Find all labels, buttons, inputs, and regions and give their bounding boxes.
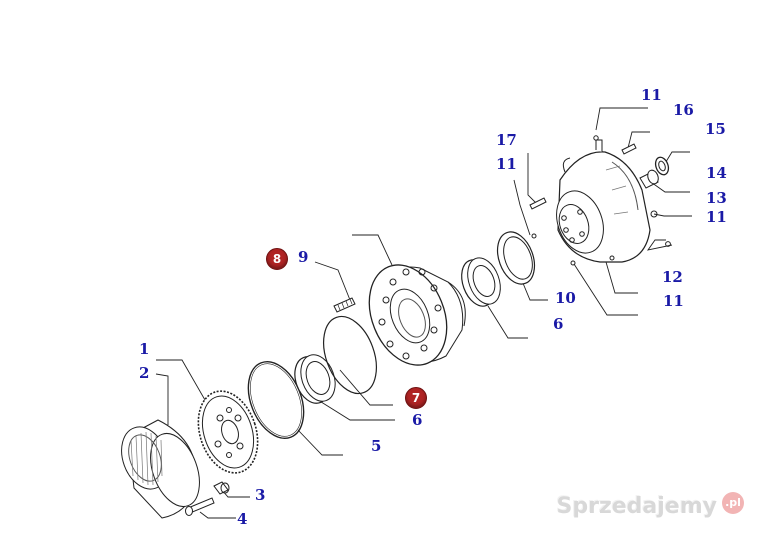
watermark: Sprzedajemy bbox=[557, 494, 718, 519]
label-11-b: 11 bbox=[496, 155, 517, 173]
ring-gear-1 bbox=[121, 419, 200, 519]
plug-12 bbox=[665, 241, 671, 247]
drive-housing bbox=[556, 139, 651, 263]
plug-11-top bbox=[593, 135, 599, 141]
watermark-suffix: .pl bbox=[725, 496, 741, 509]
stud-9 bbox=[333, 297, 356, 313]
fitting-11-bottom bbox=[570, 260, 576, 266]
label-11-c: 11 bbox=[706, 208, 727, 226]
bolt-17 bbox=[529, 197, 547, 210]
label-10: 10 bbox=[555, 289, 576, 307]
label-12: 12 bbox=[662, 268, 683, 286]
badge-7-text: 7 bbox=[411, 391, 421, 405]
watermark-logo: .pl bbox=[722, 492, 744, 514]
bearing-6-right bbox=[461, 257, 501, 307]
label-9: 9 bbox=[298, 248, 308, 266]
bearing-6-left bbox=[294, 354, 336, 404]
label-2: 2 bbox=[139, 364, 149, 382]
label-11-a: 11 bbox=[641, 86, 662, 104]
bolt-4 bbox=[185, 497, 215, 516]
label-17: 17 bbox=[496, 131, 517, 149]
label-4: 4 bbox=[237, 510, 247, 528]
label-15: 15 bbox=[705, 120, 726, 138]
wheel-hub-8 bbox=[368, 264, 466, 366]
label-1: 1 bbox=[139, 340, 149, 358]
label-6-left: 6 bbox=[412, 411, 422, 429]
carrier-disc-2 bbox=[197, 390, 259, 474]
fitting-11-left bbox=[531, 233, 537, 239]
label-5: 5 bbox=[371, 437, 381, 455]
pin-16 bbox=[621, 143, 637, 155]
badge-8-text: 8 bbox=[272, 252, 282, 266]
watermark-text: Sprzedajemy bbox=[556, 494, 718, 519]
leader-lines bbox=[155, 107, 692, 519]
seal-15 bbox=[654, 156, 670, 176]
label-11-d: 11 bbox=[663, 292, 684, 310]
bushing-14 bbox=[639, 169, 659, 189]
badge-8: 8 bbox=[266, 248, 288, 270]
plug-11-mid bbox=[650, 210, 658, 218]
callout-labels: 1 2 3 4 5 6 6 9 10 11 11 11 11 12 13 14 … bbox=[139, 86, 727, 528]
o-ring-7 bbox=[323, 315, 377, 395]
label-16: 16 bbox=[673, 101, 694, 119]
label-13: 13 bbox=[706, 189, 727, 207]
label-3: 3 bbox=[255, 486, 265, 504]
seal-ring-10 bbox=[496, 231, 536, 285]
label-6-right: 6 bbox=[553, 315, 563, 333]
sleeve-3 bbox=[213, 481, 230, 495]
label-14: 14 bbox=[706, 164, 727, 182]
badge-7: 7 bbox=[405, 387, 427, 409]
